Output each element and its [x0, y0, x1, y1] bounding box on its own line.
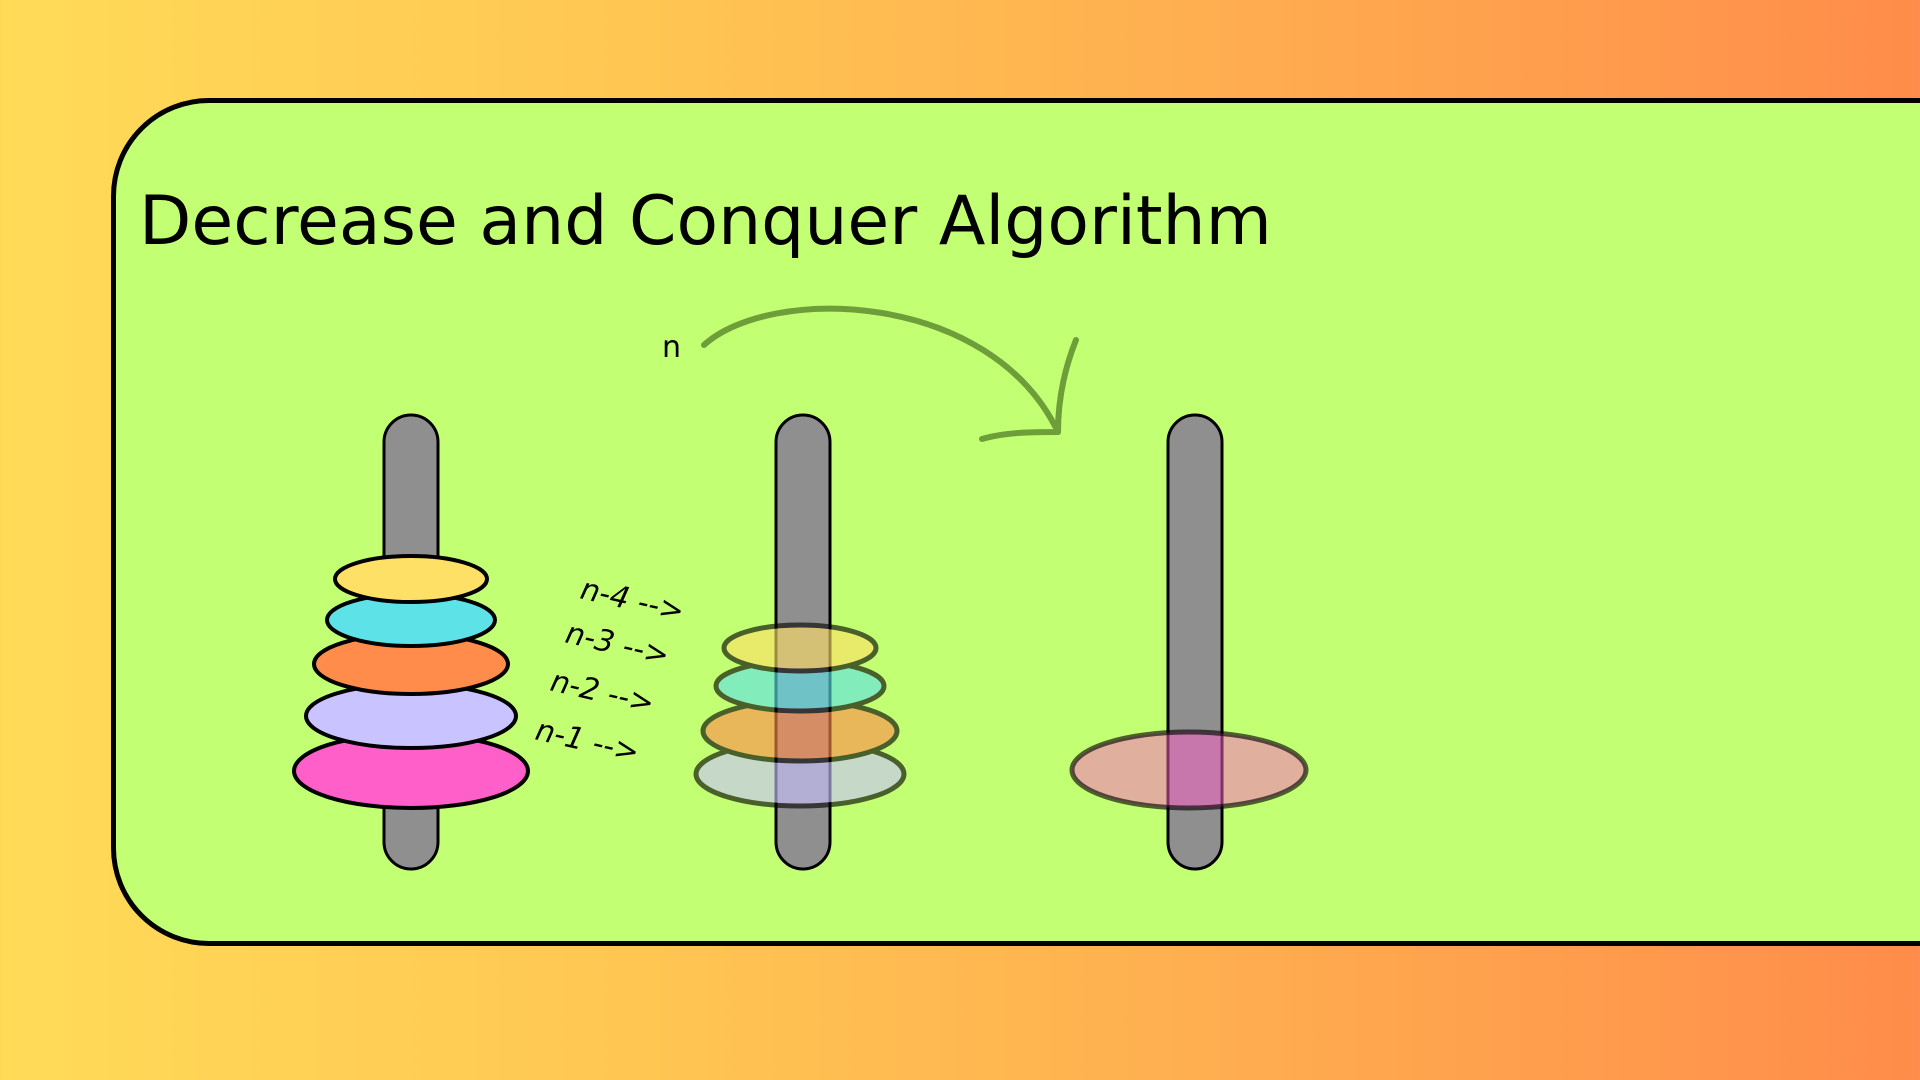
step-label-n-2: n-2 -->: [547, 664, 657, 722]
ghost-disk-pink: [1069, 729, 1309, 811]
move-arrow-curve: [701, 305, 1061, 435]
arrow-label-n: n: [662, 330, 681, 365]
step-label-n-1: n-1 -->: [532, 713, 642, 771]
disk-yellow: [333, 554, 489, 604]
page-title: Decrease and Conquer Algorithm: [139, 182, 1272, 261]
step-label-n-3: n-3 -->: [562, 616, 672, 674]
move-arrow-head: [979, 337, 1079, 442]
ghost-disk-yellow: [721, 622, 879, 674]
